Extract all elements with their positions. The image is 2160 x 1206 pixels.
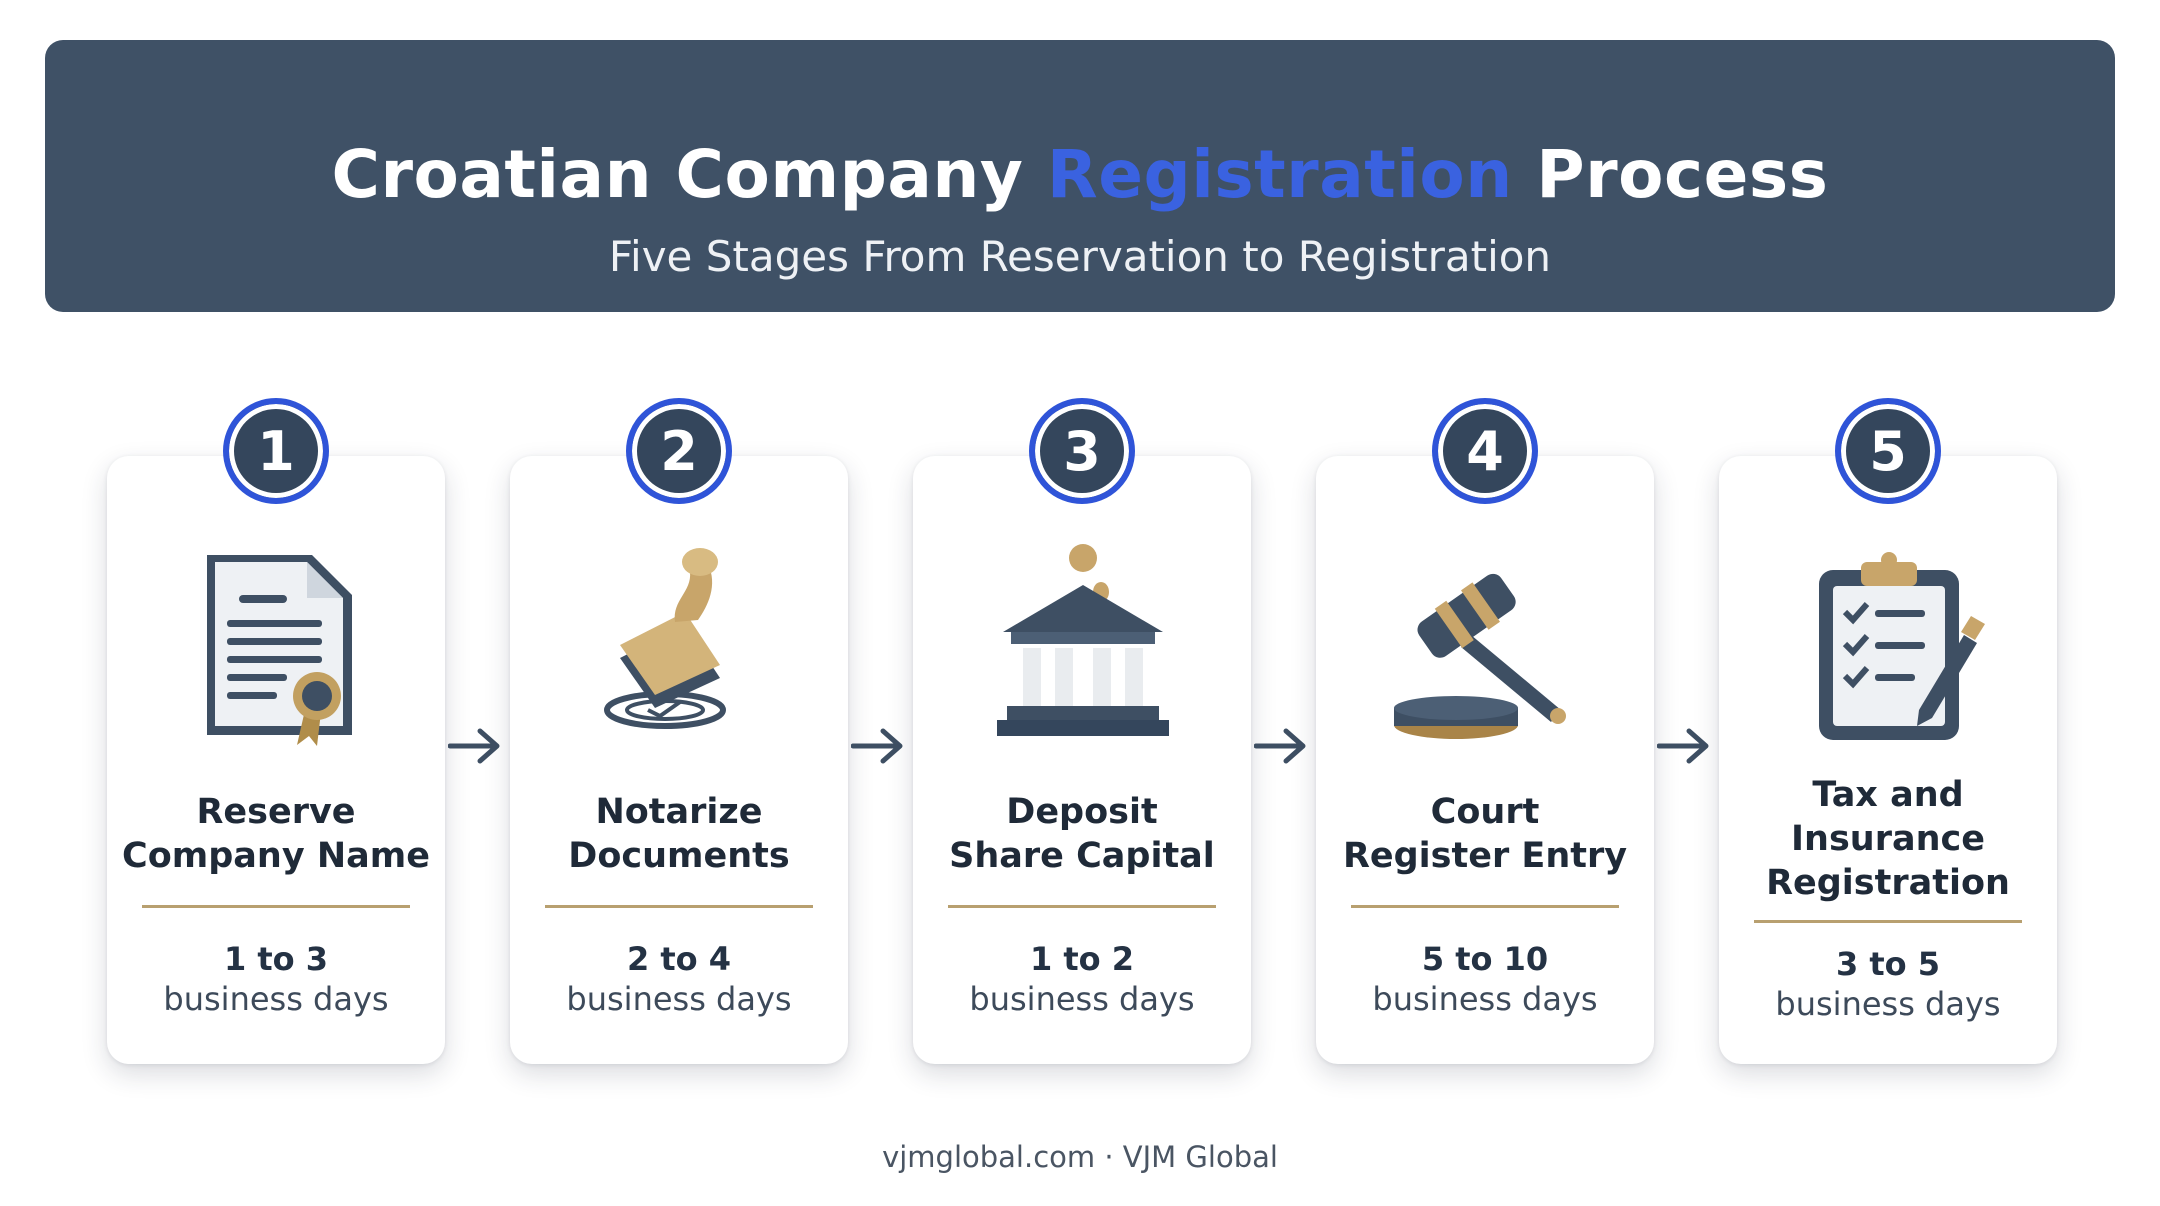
stage-title-line: Tax and bbox=[1812, 775, 1964, 815]
certificate-document-icon bbox=[207, 555, 352, 746]
stage-card-4 bbox=[1316, 456, 1654, 1064]
stage-duration-unit: business days bbox=[163, 980, 389, 1018]
header-banner: Croatian Company Registration Process Fi… bbox=[45, 40, 2115, 312]
rubber-stamp-icon bbox=[604, 548, 726, 729]
stage-title-line: Notarize bbox=[595, 792, 763, 832]
stage-duration-unit: business days bbox=[1372, 980, 1598, 1018]
stage-number-badge: 5 bbox=[1835, 398, 1941, 504]
stage-number-badge: 1 bbox=[223, 398, 329, 504]
title-part: Croatian Company bbox=[331, 136, 1024, 213]
stage-duration: 3 to 5 bbox=[1835, 945, 1941, 983]
stage-duration: 2 to 4 bbox=[626, 940, 732, 978]
arrow-right-icon bbox=[1657, 728, 1709, 764]
footer-credit: vjmglobal.com · VJM Global bbox=[882, 1140, 1278, 1174]
page-title: Croatian Company Registration Process bbox=[45, 136, 2115, 213]
stage-duration-unit: business days bbox=[969, 980, 1195, 1018]
title-part: Process bbox=[1536, 136, 1829, 213]
stage-number-badge: 3 bbox=[1029, 398, 1135, 504]
stage-title-line: Documents bbox=[568, 836, 790, 876]
gavel-icon bbox=[1394, 573, 1566, 739]
stage-duration: 1 to 3 bbox=[223, 940, 329, 978]
stage-title-line: Deposit bbox=[1006, 792, 1158, 832]
stage-duration: 1 to 2 bbox=[1029, 940, 1135, 978]
title-accent: Registration bbox=[1046, 136, 1513, 213]
arrow-right-icon bbox=[851, 728, 903, 764]
stage-divider bbox=[948, 905, 1216, 908]
stage-title: Deposit Share Capital bbox=[913, 790, 1251, 878]
stage-divider bbox=[1351, 905, 1619, 908]
stage-divider bbox=[1754, 920, 2022, 923]
stage-title-line: Court bbox=[1430, 792, 1540, 832]
clipboard-checklist-icon bbox=[1819, 552, 1985, 740]
stage-title: Tax and Insurance Registration bbox=[1719, 773, 2057, 905]
stage-title-line: Company Name bbox=[122, 836, 430, 876]
stage-title-line: Insurance bbox=[1791, 819, 1985, 859]
stage-number-badge: 2 bbox=[626, 398, 732, 504]
bank-coin-icon bbox=[997, 544, 1169, 736]
stage-duration-unit: business days bbox=[566, 980, 792, 1018]
stage-divider bbox=[545, 905, 813, 908]
stage-title: Reserve Company Name bbox=[107, 790, 445, 878]
stage-title-line: Register Entry bbox=[1342, 836, 1628, 876]
stage-duration-unit: business days bbox=[1775, 985, 2001, 1023]
stage-divider bbox=[142, 905, 410, 908]
stage-title-line: Share Capital bbox=[949, 836, 1215, 876]
arrow-right-icon bbox=[1254, 728, 1306, 764]
arrow-right-icon bbox=[448, 728, 500, 764]
stage-title-line: Reserve bbox=[196, 792, 356, 832]
stage-title: Notarize Documents bbox=[510, 790, 848, 878]
stage-title: Court Register Entry bbox=[1316, 790, 1654, 878]
stage-duration: 5 to 10 bbox=[1421, 940, 1549, 978]
page-subtitle: Five Stages From Reservation to Registra… bbox=[608, 232, 1552, 281]
stage-title-line: Registration bbox=[1766, 863, 2010, 903]
stage-number-badge: 4 bbox=[1432, 398, 1538, 504]
stage-card-2 bbox=[510, 456, 848, 1064]
